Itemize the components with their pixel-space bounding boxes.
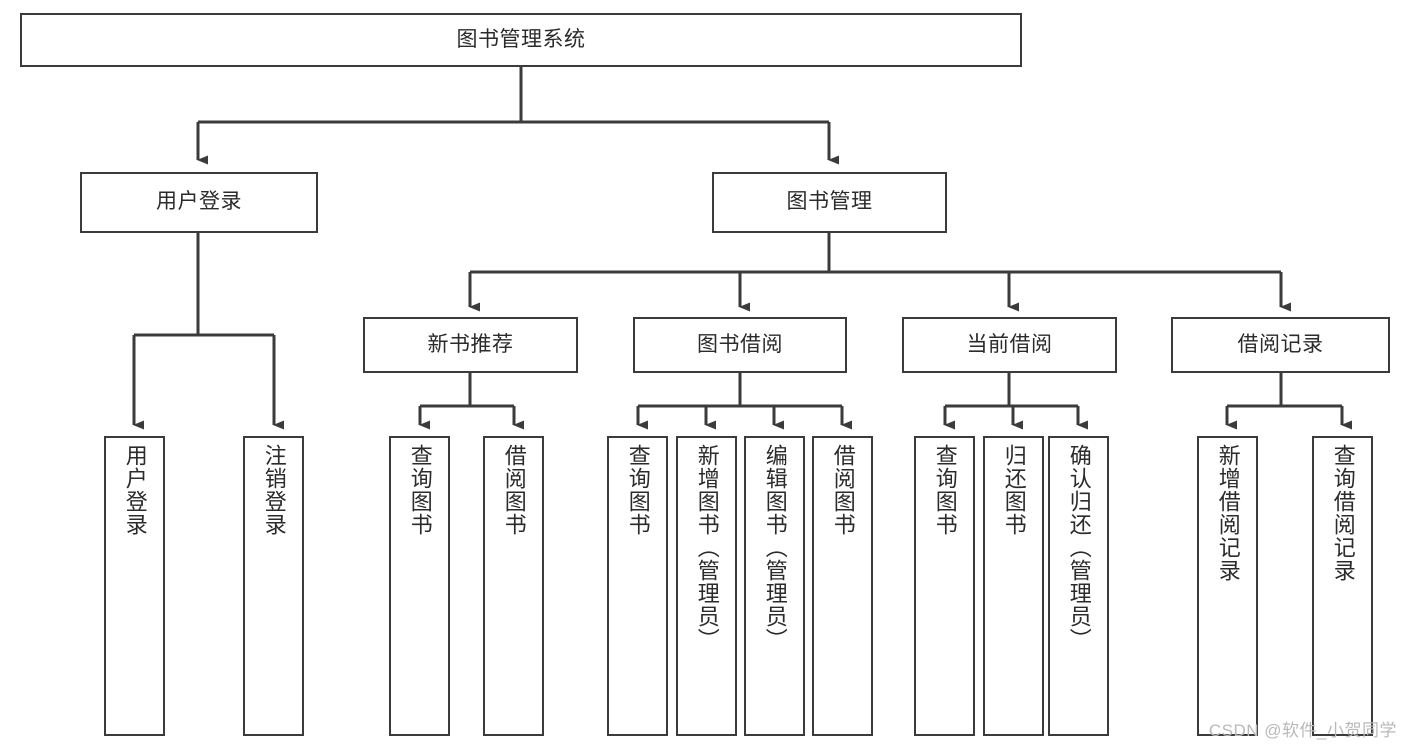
node-label: 借阅图书 <box>830 444 856 536</box>
node-label: 新书推荐 <box>427 332 514 356</box>
node-label: 查询图书 <box>407 444 433 536</box>
node-label: 图书管理系统 <box>456 27 586 51</box>
node-label: 新增图书（管理员） <box>694 444 720 651</box>
node-book-management[interactable]: 图书管理 <box>712 172 947 233</box>
node-label: 借阅记录 <box>1237 332 1324 356</box>
node-current-borrow[interactable]: 当前借阅 <box>902 317 1117 373</box>
node-label: 图书管理 <box>786 190 873 214</box>
node-label: 当前借阅 <box>966 332 1053 356</box>
node-new-book-recommend[interactable]: 新书推荐 <box>363 317 578 373</box>
node-book-borrow[interactable]: 图书借阅 <box>633 317 847 373</box>
node-label: 查询图书 <box>625 444 651 536</box>
leaf-query-book-recommend[interactable]: 查询图书 <box>389 436 450 736</box>
node-user-login[interactable]: 用户登录 <box>80 172 318 233</box>
leaf-query-borrow-record[interactable]: 查询借阅记录 <box>1312 436 1373 736</box>
leaf-query-book-current[interactable]: 查询图书 <box>914 436 975 736</box>
node-label: 查询借阅记录 <box>1330 444 1356 582</box>
leaf-borrow-book-recommend[interactable]: 借阅图书 <box>483 436 544 736</box>
node-root-system[interactable]: 图书管理系统 <box>20 13 1022 67</box>
node-label: 注销登录 <box>261 444 287 536</box>
leaf-confirm-return-admin[interactable]: 确认归还（管理员） <box>1048 436 1109 736</box>
node-label: 图书借阅 <box>697 332 783 356</box>
leaf-edit-book-admin[interactable]: 编辑图书（管理员） <box>744 436 805 736</box>
node-label: 查询图书 <box>932 444 958 536</box>
node-label: 归还图书 <box>1001 444 1027 536</box>
leaf-query-book-borrow[interactable]: 查询图书 <box>607 436 668 736</box>
watermark-text: CSDN @软件_小贺同学 <box>1208 721 1397 740</box>
node-label: 编辑图书（管理员） <box>762 444 788 651</box>
node-label: 新增借阅记录 <box>1215 444 1241 582</box>
leaf-add-borrow-record[interactable]: 新增借阅记录 <box>1197 436 1258 736</box>
leaf-user-login[interactable]: 用户登录 <box>104 436 165 736</box>
node-label: 借阅图书 <box>501 444 527 536</box>
node-borrow-record[interactable]: 借阅记录 <box>1171 317 1390 373</box>
leaf-logout[interactable]: 注销登录 <box>243 436 304 736</box>
node-label: 用户登录 <box>122 444 148 536</box>
node-label: 确认归还（管理员） <box>1066 444 1092 651</box>
leaf-borrow-book[interactable]: 借阅图书 <box>812 436 873 736</box>
leaf-add-book-admin[interactable]: 新增图书（管理员） <box>676 436 737 736</box>
node-label: 用户登录 <box>156 190 242 214</box>
leaf-return-book[interactable]: 归还图书 <box>983 436 1044 736</box>
